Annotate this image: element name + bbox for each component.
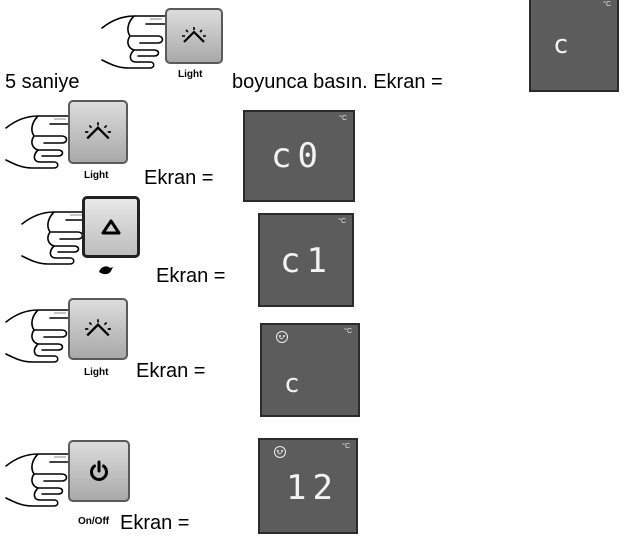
step-instruction-text: boyunca basın. Ekran = <box>232 71 443 93</box>
light-button[interactable] <box>165 8 223 64</box>
display-value: c <box>553 30 575 60</box>
light-button[interactable] <box>68 100 128 164</box>
display-value: c1 <box>280 241 333 281</box>
smiley-icon <box>274 446 286 458</box>
unit-label: °C <box>344 328 352 335</box>
eco-icon <box>99 266 113 275</box>
unit-label: °C <box>339 115 347 122</box>
smiley-icon <box>276 331 288 343</box>
button-caption: On/Off <box>78 516 110 527</box>
button-caption: Light <box>178 69 203 80</box>
step-instruction-text: Ekran = <box>136 360 206 382</box>
light-button[interactable] <box>68 298 128 360</box>
button-caption: Light <box>84 170 109 181</box>
light-icon <box>85 319 111 337</box>
light-icon <box>85 122 111 140</box>
step-prefix-text: 5 saniye <box>5 71 80 93</box>
display-screen: °C c0 <box>243 110 355 202</box>
power-icon <box>90 460 108 481</box>
display-value: c <box>284 369 306 399</box>
unit-label: °C <box>603 1 611 8</box>
step-instruction-text: Ekran = <box>120 512 190 534</box>
display-value: c0 <box>271 136 324 176</box>
up-arrow-icon <box>101 219 121 235</box>
button-caption: Light <box>84 367 109 378</box>
unit-label: °C <box>338 218 346 225</box>
up-button[interactable] <box>82 196 140 258</box>
step-instruction-text: Ekran = <box>144 167 214 189</box>
display-screen: °C c1 <box>258 213 354 307</box>
step-instruction-text: Ekran = <box>156 265 226 287</box>
display-screen: °C 12 <box>258 438 358 534</box>
display-value: 12 <box>286 468 339 508</box>
unit-label: °C <box>342 443 350 450</box>
power-button[interactable] <box>68 440 130 502</box>
display-screen: °C c <box>529 0 619 92</box>
light-icon <box>182 27 206 43</box>
display-screen: °C c <box>260 323 360 417</box>
